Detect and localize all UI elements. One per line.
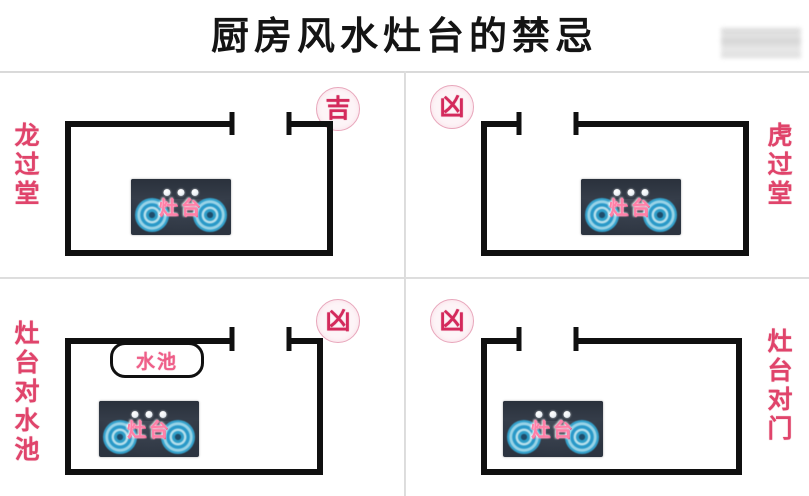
verdict-badge-auspicious: 吉 (316, 87, 360, 131)
stove-knob-icon (191, 188, 199, 196)
stove-knob-icon (535, 410, 543, 418)
stove-icon: 灶台 (503, 401, 603, 457)
stove-burners (131, 198, 231, 232)
grid-divider-vertical (404, 71, 406, 496)
panel-bottom-right: 灶台对门 凶 灶台 (406, 279, 809, 496)
header: 厨房风水灶台的禁忌 (0, 0, 809, 72)
stove-label: 灶台 (530, 418, 575, 441)
stove-knob-icon (159, 410, 167, 418)
burner-icon (565, 420, 599, 454)
room-outline-bottom-left (65, 327, 323, 475)
stove-knob-icon (549, 410, 557, 418)
panel-side-label: 灶台对门 (767, 327, 793, 443)
verdict-badge-label: 凶 (439, 306, 465, 335)
burner-icon (643, 198, 677, 232)
stove-burners (581, 198, 681, 232)
panel-side-label: 龙过堂 (14, 121, 40, 208)
stove-knob-icon (177, 188, 185, 196)
verdict-badge-inauspicious: 凶 (430, 299, 474, 343)
burner-icon (135, 198, 169, 232)
stove-knob-icon (627, 188, 635, 196)
room-outline-top-right (481, 112, 749, 256)
burner-icon (585, 198, 619, 232)
stove-knobs (535, 410, 571, 418)
page-title: 厨房风水灶台的禁忌 (210, 14, 598, 58)
panel-top-right: 虎过堂 凶 (406, 73, 809, 277)
stove-knob-icon (131, 410, 139, 418)
burner-icon (193, 198, 227, 232)
stove-knob-icon (563, 410, 571, 418)
stove-burners (99, 420, 199, 454)
verdict-badge-label: 凶 (439, 92, 465, 121)
stove-label: 灶台 (126, 418, 171, 441)
blurred-watermark (721, 28, 801, 58)
stove-knob-icon (613, 188, 621, 196)
stove-knob-icon (163, 188, 171, 196)
panel-side-label: 灶台对水池 (14, 319, 40, 464)
room-outline-bottom-right (481, 327, 742, 475)
verdict-badge-label: 吉 (325, 94, 351, 123)
panel-side-label: 虎过堂 (767, 121, 793, 208)
stove-knobs (163, 188, 199, 196)
stove-knob-icon (641, 188, 649, 196)
verdict-badge-label: 凶 (325, 306, 351, 335)
burner-icon (507, 420, 541, 454)
stove-label: 灶台 (608, 196, 653, 219)
burner-icon (161, 420, 195, 454)
stove-icon: 灶台 (99, 401, 199, 457)
stove-icon: 灶台 (581, 179, 681, 235)
stove-knobs (613, 188, 649, 196)
stove-label: 灶台 (158, 196, 203, 219)
stove-knobs (131, 410, 167, 418)
verdict-badge-inauspicious: 凶 (316, 299, 360, 343)
stove-burners (503, 420, 603, 454)
sink-label: 水池 (135, 350, 178, 373)
stove-knob-icon (145, 410, 153, 418)
panel-top-left: 龙过堂 吉 (0, 73, 404, 277)
burner-icon (103, 420, 137, 454)
room-outline-top-left (65, 112, 333, 256)
sink-label-box: 水池 (110, 342, 204, 378)
stove-icon: 灶台 (131, 179, 231, 235)
verdict-badge-inauspicious: 凶 (430, 85, 474, 129)
panel-bottom-left: 灶台对水池 凶 水池 灶台 (0, 279, 404, 496)
